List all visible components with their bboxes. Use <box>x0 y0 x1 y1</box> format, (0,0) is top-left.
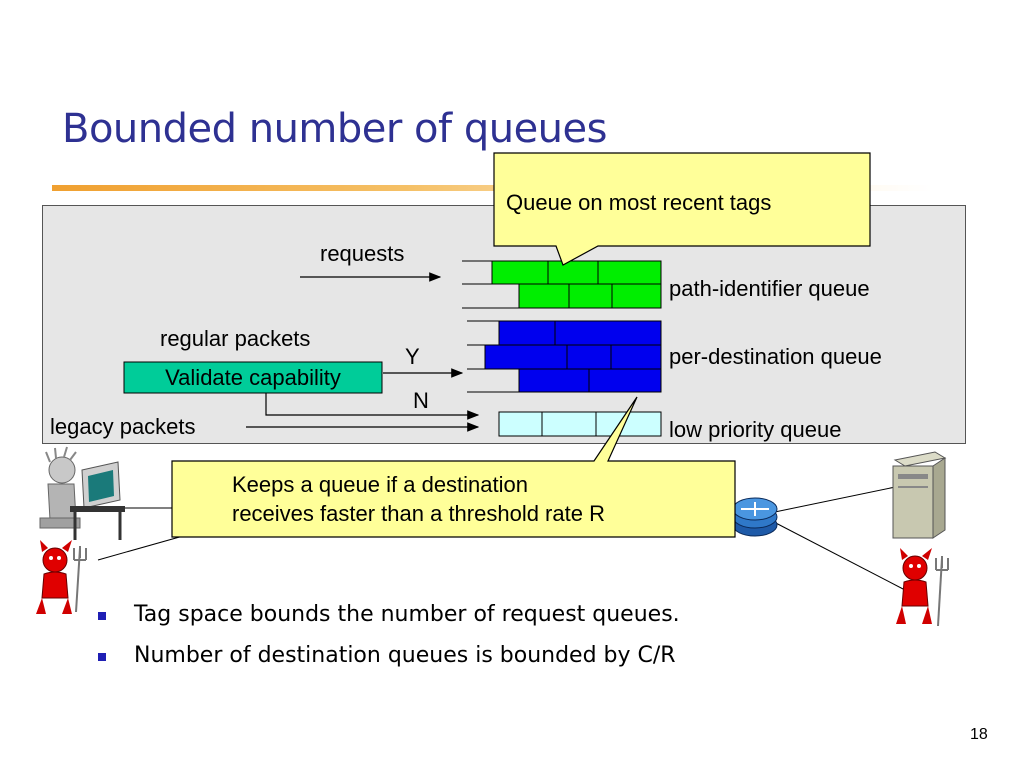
validate-capability-label: Validate capability <box>165 365 341 390</box>
bullet-item: Number of destination queues is bounded … <box>98 645 680 667</box>
title-underline <box>52 185 932 191</box>
bullet-square-icon <box>98 653 106 661</box>
attacker-devil-icon-2 <box>896 548 949 627</box>
server-icon <box>892 451 947 539</box>
router-icon <box>732 497 778 537</box>
attacker-devil-icon <box>36 540 87 614</box>
path-identifier-queue <box>462 260 662 309</box>
user-computer-icon <box>39 446 125 540</box>
requests-label: requests <box>320 241 405 266</box>
callout-bottom-line2: receives faster than a threshold rate R <box>232 501 605 526</box>
low-priority-queue-label: low priority queue <box>669 417 842 442</box>
callout-top-text: Queue on most recent tags <box>506 190 771 215</box>
bullet-list: Tag space bounds the number of request q… <box>98 604 680 686</box>
bullet-text: Tag space bounds the number of request q… <box>134 602 680 627</box>
bullet-square-icon <box>98 612 106 620</box>
slide-title: Bounded number of queues <box>62 106 607 152</box>
callout-bottom-line1: Keeps a queue if a destination <box>232 472 528 497</box>
no-label: N <box>413 388 429 413</box>
regular-packets-label: regular packets <box>160 326 311 351</box>
path-identifier-queue-label: path-identifier queue <box>669 276 870 301</box>
per-destination-queue <box>467 320 662 393</box>
page-number: 18 <box>970 726 988 743</box>
yes-label: Y <box>405 344 420 369</box>
legacy-packets-label: legacy packets <box>50 414 196 439</box>
bullet-text: Number of destination queues is bounded … <box>134 643 676 668</box>
per-destination-queue-label: per-destination queue <box>669 344 882 369</box>
low-priority-queue <box>498 411 662 437</box>
bullet-item: Tag space bounds the number of request q… <box>98 604 680 626</box>
callout-top: Queue on most recent tags <box>493 152 871 266</box>
input-arrows <box>246 272 480 432</box>
validate-capability-box <box>123 361 383 394</box>
callout-bottom: Keeps a queue if a destination receives … <box>171 396 736 538</box>
